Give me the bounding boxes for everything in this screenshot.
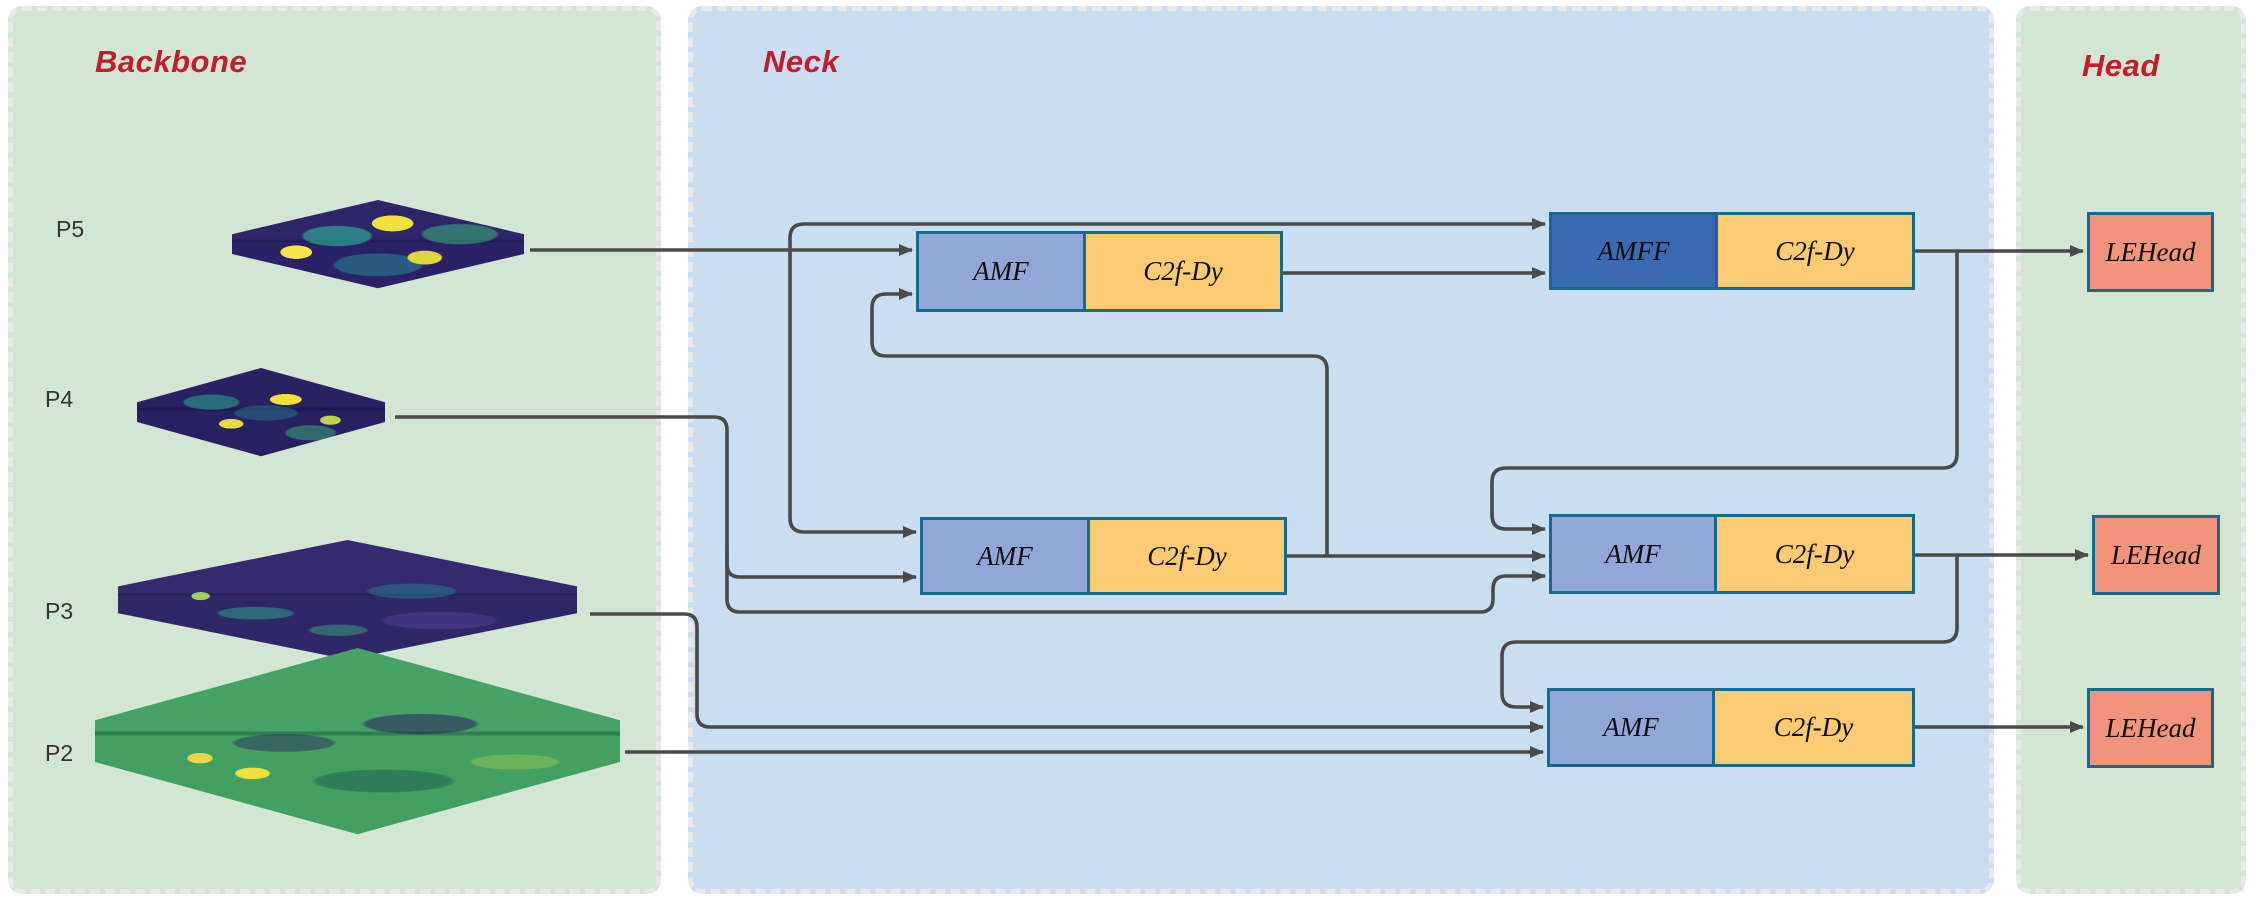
amf-module: AMF bbox=[1550, 691, 1715, 764]
amff-label: AMFF bbox=[1597, 235, 1670, 266]
block-amf-mid-left: AMF C2f-Dy bbox=[920, 517, 1287, 595]
amff-module: AMFF bbox=[1552, 215, 1718, 287]
c2f-dy-label: C2f-Dy bbox=[1775, 235, 1855, 266]
feature-label-p5: P5 bbox=[56, 216, 85, 242]
c2f-dy-module: C2f-Dy bbox=[1718, 215, 1912, 287]
amf-label: AMF bbox=[1605, 538, 1661, 569]
wire-p3-to-amf4 bbox=[590, 612, 1544, 733]
feature-label-p3: P3 bbox=[45, 598, 74, 624]
c2f-dy-label: C2f-Dy bbox=[1147, 540, 1227, 571]
wire-p4-to-amf2 bbox=[395, 415, 917, 583]
wire-p5-down-to-amf2 bbox=[788, 250, 917, 538]
amf-module: AMF bbox=[1552, 517, 1717, 591]
block-amff: AMFF C2f-Dy bbox=[1549, 212, 1915, 290]
block-amf-bottom: AMF C2f-Dy bbox=[1547, 688, 1915, 767]
amf-label: AMF bbox=[1603, 712, 1659, 742]
lehead-block-2: LEHead bbox=[2092, 515, 2220, 595]
amf-label: AMF bbox=[977, 540, 1033, 571]
feature-label-p2: P2 bbox=[45, 740, 74, 766]
head-title: Head bbox=[2082, 48, 2160, 83]
feature-label-p4: P4 bbox=[45, 386, 74, 412]
lehead-label: LEHead bbox=[2105, 236, 2196, 267]
lehead-block-3: LEHead bbox=[2087, 688, 2214, 768]
wire-amf3-drop-to-amf4 bbox=[1500, 555, 1959, 713]
block-amf-p5: AMF C2f-Dy bbox=[916, 231, 1283, 312]
wire-amff-drop-to-amf3 bbox=[1490, 251, 1959, 535]
amf-module: AMF bbox=[919, 234, 1086, 309]
wire-p5-skip-to-amff bbox=[788, 218, 1546, 250]
lehead-label: LEHead bbox=[2111, 539, 2201, 570]
wire-p4-skip-to-amf3 bbox=[725, 545, 1546, 614]
lehead-block-1: LEHead bbox=[2087, 212, 2214, 292]
c2f-dy-label: C2f-Dy bbox=[1773, 712, 1854, 742]
neck-title: Neck bbox=[763, 44, 840, 79]
c2f-dy-label: C2f-Dy bbox=[1143, 256, 1223, 286]
c2f-dy-module: C2f-Dy bbox=[1090, 520, 1284, 592]
backbone-title: Backbone bbox=[95, 44, 248, 79]
c2f-dy-label: C2f-Dy bbox=[1774, 538, 1855, 569]
lehead-label: LEHead bbox=[2105, 712, 2196, 743]
amf-label: AMF bbox=[973, 256, 1029, 286]
c2f-dy-module: C2f-Dy bbox=[1086, 234, 1280, 309]
block-amf-mid-right: AMF C2f-Dy bbox=[1549, 514, 1915, 594]
wire-amf2-loop-to-amf1 bbox=[870, 288, 1329, 556]
amf-module: AMF bbox=[923, 520, 1090, 592]
c2f-dy-module: C2f-Dy bbox=[1715, 691, 1912, 764]
c2f-dy-module: C2f-Dy bbox=[1717, 517, 1912, 591]
